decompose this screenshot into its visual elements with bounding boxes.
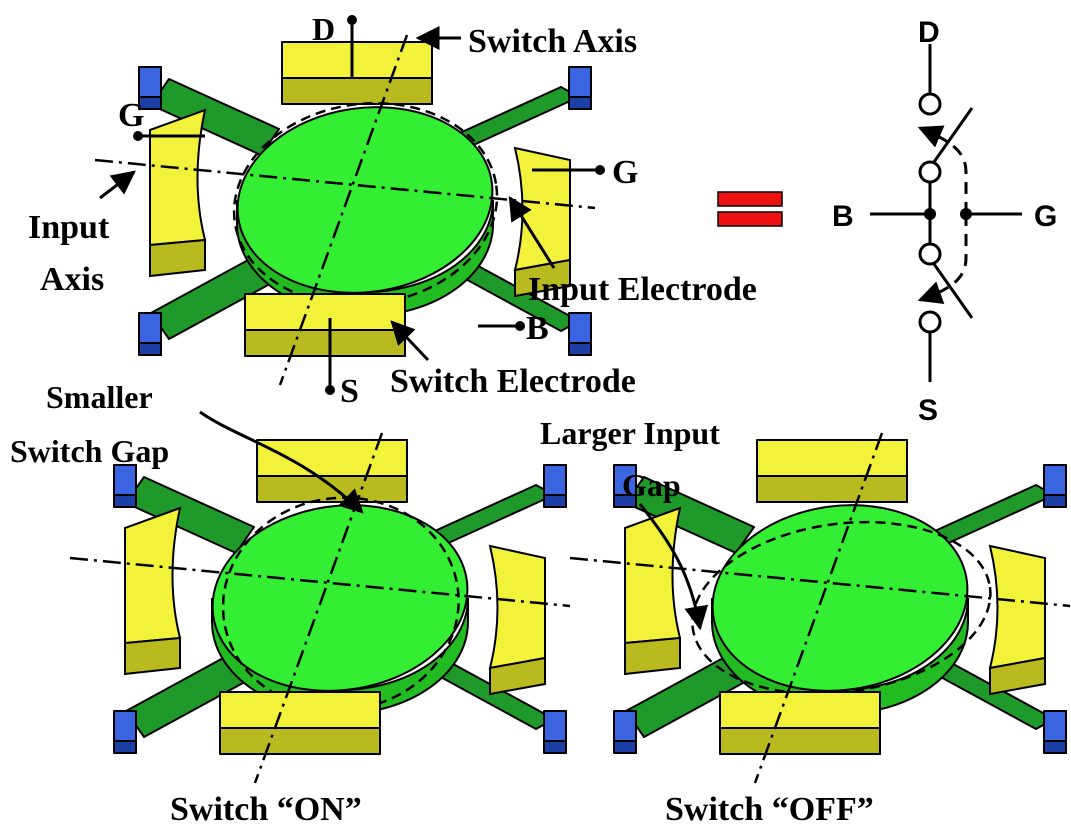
off-caption: Switch “OFF” bbox=[665, 791, 874, 828]
drain-electrode-front bbox=[281, 77, 433, 105]
switch-electrode-label: Switch Electrode bbox=[390, 363, 636, 400]
on-annotation-arrow bbox=[199, 410, 364, 514]
drain-electrode-top bbox=[256, 439, 408, 477]
anchor-front bbox=[568, 342, 592, 356]
anchor-top bbox=[543, 710, 567, 742]
symbol-d: D bbox=[918, 16, 940, 49]
anchor-front bbox=[113, 494, 137, 508]
label-s: S bbox=[340, 373, 359, 410]
gate-electrode-right-top bbox=[988, 544, 1046, 670]
anchor-top bbox=[568, 66, 592, 98]
gate-electrode-left-side bbox=[124, 636, 181, 676]
off-device bbox=[569, 432, 1071, 784]
gate-electrode-right-top bbox=[488, 544, 546, 670]
anchor-front bbox=[113, 740, 137, 754]
source-electrode-top bbox=[219, 691, 381, 729]
anchor-front bbox=[138, 342, 162, 356]
switch-axis-line bbox=[753, 432, 884, 784]
anchor-front bbox=[568, 96, 592, 110]
switch-axis-label: Switch Axis bbox=[468, 23, 637, 60]
anchor-front bbox=[543, 494, 567, 508]
disk-resonator bbox=[211, 504, 469, 692]
off-annotation-line1: Larger Input bbox=[540, 415, 720, 451]
on-annotation-line1: Smaller bbox=[46, 379, 153, 415]
on-caption: Switch “ON” bbox=[170, 791, 362, 828]
input-axis-line bbox=[569, 556, 1071, 608]
gate-electrode-left-side bbox=[624, 636, 681, 676]
input-axis-label-line2: Axis bbox=[40, 261, 104, 298]
drain-electrode-front bbox=[756, 475, 908, 503]
disk-resonator bbox=[711, 504, 969, 692]
disk-resonator bbox=[236, 106, 494, 294]
anchor-top bbox=[1043, 710, 1067, 742]
gate-electrode-right-side bbox=[989, 656, 1046, 696]
gate-electrode-left-top bbox=[624, 506, 682, 645]
on-annotation-line2: Switch Gap bbox=[10, 433, 169, 469]
support-beam bbox=[425, 484, 555, 546]
off-annotation-arrow bbox=[638, 503, 709, 631]
source-electrode-top bbox=[244, 293, 406, 331]
anchor-top bbox=[138, 312, 162, 344]
source-electrode-front bbox=[719, 727, 881, 755]
gate-electrode-left-top bbox=[149, 108, 207, 247]
label-b: B bbox=[526, 310, 549, 347]
anchor-top bbox=[613, 464, 637, 496]
source-electrode-top bbox=[719, 691, 881, 729]
four-terminal-switch-symbol bbox=[870, 44, 1022, 382]
anchor-front bbox=[1043, 494, 1067, 508]
source-electrode-front bbox=[219, 727, 381, 755]
drain-electrode-top bbox=[281, 41, 433, 79]
anchor-top bbox=[138, 66, 162, 98]
off-annotation-line2: Gap bbox=[622, 467, 681, 503]
drain-electrode-top bbox=[756, 439, 908, 477]
equals-sign bbox=[717, 191, 783, 227]
input-axis-line bbox=[69, 556, 571, 608]
label-g-left: G bbox=[118, 97, 144, 134]
top-device bbox=[94, 34, 596, 386]
on-device bbox=[69, 432, 571, 784]
switch-axis-line bbox=[253, 432, 384, 784]
anchor-top bbox=[568, 312, 592, 344]
switch-axis-line bbox=[278, 34, 409, 386]
top-device-labels bbox=[99, 20, 600, 390]
symbol-s: S bbox=[918, 394, 938, 427]
anchor-top bbox=[1043, 464, 1067, 496]
anchor-top bbox=[543, 464, 567, 496]
anchor-top bbox=[613, 710, 637, 742]
anchor-front bbox=[543, 740, 567, 754]
input-axis-line bbox=[94, 158, 596, 210]
source-electrode-front bbox=[244, 329, 406, 357]
gate-electrode-left-side bbox=[149, 238, 206, 278]
anchor-top bbox=[113, 464, 137, 496]
label-g-right: G bbox=[612, 154, 638, 191]
label-d: D bbox=[312, 11, 335, 47]
symbol-g: G bbox=[1034, 200, 1057, 233]
anchor-front bbox=[613, 740, 637, 754]
gate-electrode-right-side bbox=[489, 656, 546, 696]
anchor-top bbox=[113, 710, 137, 742]
input-axis-label-line1: Input bbox=[28, 209, 110, 246]
anchor-front bbox=[1043, 740, 1067, 754]
gate-electrode-right-side bbox=[514, 258, 571, 298]
symbol-b: B bbox=[832, 200, 854, 233]
input-electrode-label: Input Electrode bbox=[528, 271, 757, 308]
gate-electrode-left-top bbox=[124, 506, 182, 645]
